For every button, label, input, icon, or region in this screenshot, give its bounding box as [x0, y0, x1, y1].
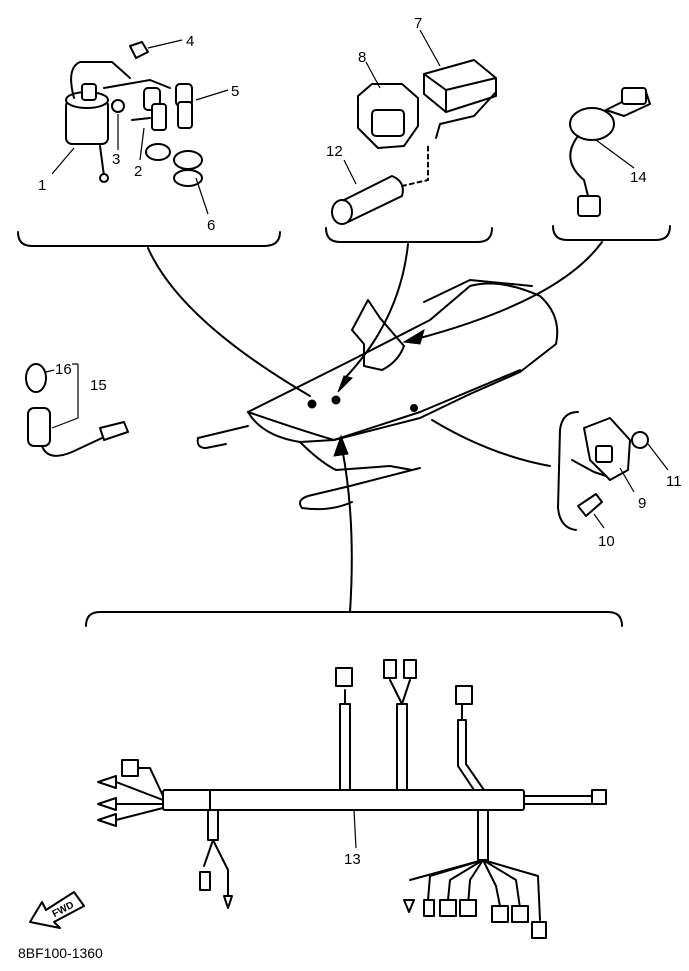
arrowhead-relay: [337, 375, 353, 393]
cap-5a: [151, 103, 167, 131]
bracket-harness-group: [85, 611, 623, 627]
callout-labels: 1 2 3 4 5 6 7 8 9 10 11 12 13 14 15 16: [38, 15, 682, 868]
bracket-relay-group: [325, 227, 493, 243]
callout-16: 16: [55, 361, 72, 378]
bracket-key-switch-group: [552, 225, 671, 241]
leader-relay: [344, 243, 409, 379]
mount-dot-2: [331, 395, 341, 405]
bracket-switch-group: [557, 411, 579, 531]
connector-top-1: [335, 667, 353, 687]
wire-harness-13: [97, 659, 607, 939]
callout-7: 7: [414, 15, 422, 32]
leader-lines: [147, 241, 603, 613]
handlebar-switch-assembly: [571, 417, 649, 517]
connector-right: [591, 789, 607, 805]
key-switch-14: [569, 107, 615, 141]
forward-arrow: FWD: [29, 891, 85, 929]
connector-left-1: [121, 759, 139, 777]
callout-4: 4: [186, 33, 194, 50]
drawing-code: 8BF100-1360: [18, 945, 103, 961]
screw-10: [577, 493, 603, 517]
group-brackets: [17, 225, 671, 627]
callout-8: 8: [358, 49, 366, 66]
relay-assembly: [331, 59, 497, 225]
connector-top-3: [455, 685, 473, 705]
bulb-16: [25, 363, 47, 393]
harness-trunk: [162, 789, 525, 811]
callout-1: 1: [38, 177, 46, 194]
mount-dot-3: [410, 404, 418, 412]
mount-dot-1: [307, 399, 317, 409]
callout-15: 15: [90, 377, 107, 394]
bolt-2: [131, 117, 151, 121]
main-switch-assembly: [569, 87, 651, 217]
callout-5: 5: [231, 83, 239, 100]
washer-3: [111, 99, 125, 113]
callout-12: 12: [326, 143, 343, 160]
socket-15: [27, 407, 51, 447]
callout-2: 2: [134, 163, 142, 180]
callout-13: 13: [344, 851, 361, 868]
tail-light-assembly: [25, 363, 129, 457]
leader-switch: [431, 419, 551, 467]
snowmobile-outline: [196, 279, 559, 511]
callout-11: 11: [666, 473, 682, 490]
grommet-2: [145, 143, 171, 161]
ignition-coil-assembly: [65, 41, 203, 187]
clamp-4: [129, 41, 149, 59]
callout-leaders: [45, 29, 669, 849]
arrowhead-key-switch: [402, 328, 425, 345]
callout-10: 10: [598, 533, 615, 550]
leader-harness: [341, 447, 353, 613]
grommet-6: [173, 150, 203, 170]
callout-14: 14: [630, 169, 647, 186]
nut-11: [631, 431, 649, 449]
callout-6: 6: [207, 217, 215, 234]
callout-3: 3: [112, 151, 120, 168]
callout-9: 9: [638, 495, 646, 512]
windshield: [351, 299, 405, 371]
bracket-ignition-group: [17, 231, 281, 247]
arrowhead-harness: [333, 434, 349, 457]
leader-ignition: [147, 247, 311, 397]
cap-5b: [177, 101, 193, 129]
